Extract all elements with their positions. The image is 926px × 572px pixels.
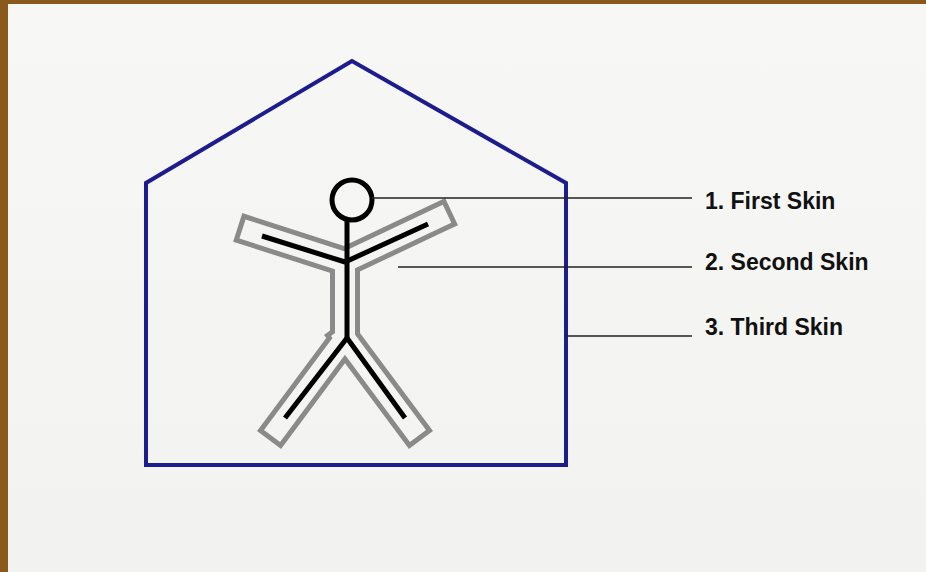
house-outline xyxy=(146,61,566,465)
callout-label: 2. Second Skin xyxy=(705,251,869,274)
callout-label: 3. Third Skin xyxy=(705,316,843,339)
callout-label: 1. First Skin xyxy=(705,190,835,213)
skins-illustration xyxy=(8,4,926,572)
slide-area: 1. First Skin 2. Second Skin 3. Third Skin xyxy=(8,4,926,572)
leader-lines xyxy=(372,198,692,336)
stick-figure xyxy=(262,180,428,418)
second-skin-outline xyxy=(252,218,438,428)
